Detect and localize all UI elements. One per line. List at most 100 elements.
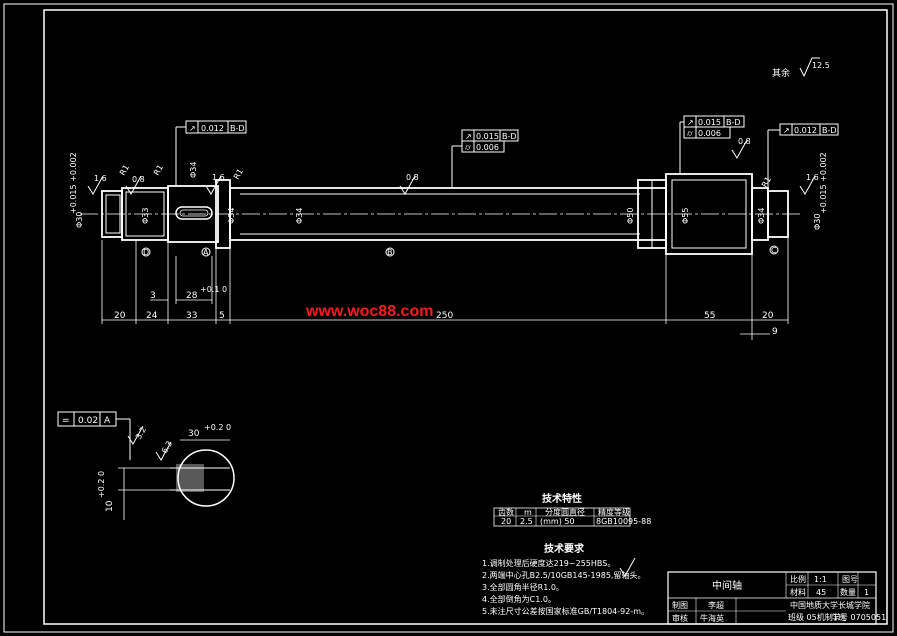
outer-border bbox=[3, 3, 894, 633]
svg-text:B-D: B-D bbox=[502, 132, 517, 141]
roughness-5: 0.8 bbox=[738, 137, 751, 146]
section-view: = 0.02 A 30 +0.2 0 10 +0.2 0 3.2 6.3 bbox=[57, 411, 235, 520]
dia-label-55: Φ55 bbox=[681, 208, 690, 224]
datum-c: C bbox=[771, 246, 777, 255]
datum-markers: D A B C bbox=[141, 245, 779, 257]
dim-total: 250 bbox=[436, 311, 453, 321]
shaft-inner-lines bbox=[105, 179, 747, 249]
section-key-tol: +0.2 0 bbox=[204, 423, 231, 432]
watermark: www.woc88.com bbox=[305, 303, 433, 320]
roughness-icon bbox=[731, 139, 748, 159]
sym-frame-datum: A bbox=[104, 416, 111, 426]
inner-border bbox=[43, 9, 888, 625]
dim-3: 3 bbox=[150, 291, 156, 301]
dim-20-right: 20 bbox=[762, 311, 774, 321]
requirement-4: 4.全部倒角为C1.0。 bbox=[482, 594, 556, 604]
svg-text:B-D: B-D bbox=[822, 126, 837, 135]
svg-text:0.015: 0.015 bbox=[476, 132, 499, 141]
svg-text:⌭: ⌭ bbox=[465, 143, 471, 152]
dia-label-33: Φ33 bbox=[141, 208, 150, 224]
tol-frame-3: ↗ 0.015 B-D ⌭ 0.006 bbox=[679, 115, 745, 174]
gear-header-pitch: 分度圆直径 bbox=[545, 507, 585, 517]
drawing-no-label: 图号 bbox=[842, 575, 858, 584]
svg-text:↗: ↗ bbox=[783, 126, 790, 135]
dia-label-34-collar: Φ34 bbox=[227, 208, 236, 224]
drawn-value: 李超 bbox=[708, 600, 724, 610]
datum-d: D bbox=[143, 248, 149, 257]
dia-label-left-end: Φ30 bbox=[75, 212, 84, 228]
dia-label-34-main: Φ34 bbox=[295, 208, 304, 224]
sym-frame-symbol: = bbox=[62, 416, 70, 426]
tol-frame-2: ↗ 0.015 B-D ⌭ 0.006 bbox=[451, 129, 519, 188]
dia-label-right-end: Φ30 bbox=[813, 214, 822, 230]
gear-table: 技术特性 齿数 m 分度圆直径 精度等级 20 2.5 (mm) 50 8GB1… bbox=[493, 492, 651, 527]
gear-header-module: m bbox=[524, 508, 532, 517]
roughness-icon bbox=[155, 441, 172, 461]
tol-left-end: +0.015 +0.002 bbox=[69, 152, 78, 214]
svg-text:B-D: B-D bbox=[230, 124, 245, 133]
roughness-icon bbox=[87, 175, 104, 195]
roughness-note-prefix: 其余 bbox=[772, 67, 790, 79]
roughness-icon bbox=[125, 175, 142, 195]
material-value: 45 bbox=[816, 588, 826, 597]
diameter-labels: Φ30 +0.015 +0.002 Φ33 Φ34 Φ34 Φ50 Φ55 Φ3… bbox=[69, 152, 828, 230]
dia-label-34-key: Φ34 bbox=[189, 162, 198, 178]
svg-text:⌭: ⌭ bbox=[687, 129, 693, 138]
keyway-inner bbox=[179, 209, 209, 217]
gear-table-title: 技术特性 bbox=[542, 492, 582, 505]
roughness-3: 1.6 bbox=[212, 173, 225, 182]
checked-label: 审核 bbox=[672, 613, 688, 623]
scale-label: 比例 bbox=[790, 574, 806, 584]
dimension-values: 20 24 33 5 3 28 +0.1 0 250 55 20 9 bbox=[114, 285, 778, 337]
dim-5: 5 bbox=[219, 311, 225, 321]
svg-text:0.006: 0.006 bbox=[698, 129, 721, 138]
gear-value-teeth: 20 bbox=[501, 517, 511, 526]
section-hatch bbox=[176, 464, 204, 492]
gear-header-teeth: 齿数 bbox=[498, 507, 514, 517]
section-depth: 10 bbox=[105, 500, 115, 512]
keyway-slot bbox=[175, 206, 213, 220]
roughness-icon bbox=[799, 175, 816, 195]
requirement-5: 5.未注尺寸公差按国家标准GB/T1804-92-m。 bbox=[482, 606, 649, 616]
svg-text:↗: ↗ bbox=[189, 124, 196, 133]
drawn-label: 制图 bbox=[672, 600, 688, 610]
datum-a: A bbox=[203, 248, 209, 257]
tol-right-end: +0.015 +0.002 bbox=[819, 152, 828, 214]
datum-b: B bbox=[387, 248, 393, 257]
title-block: 中间轴 比例 1:1 图号 材料 45 数量 1 制图 李超 审核 牛海英 中国… bbox=[667, 571, 886, 625]
chamfer-r1-d: R1 bbox=[760, 175, 773, 189]
dimension-lines bbox=[101, 237, 789, 340]
svg-text:0.015: 0.015 bbox=[698, 118, 721, 127]
svg-text:0.012: 0.012 bbox=[201, 124, 224, 133]
svg-text:↗: ↗ bbox=[465, 132, 472, 141]
roughness-icon bbox=[205, 175, 222, 195]
tolerance-frames: ↗ 0.012 B-D ↗ 0.015 B-D ⌭ 0.006 ↗ 0.015 … bbox=[175, 115, 839, 188]
surface-roughness-marks: 1.6 0.8 1.6 0.8 0.8 1.6 bbox=[87, 137, 819, 195]
tech-requirements: 技术要求 1.调制处理后硬度达219~255HBS。 2.两端中心孔B2.5/1… bbox=[482, 542, 649, 616]
part-name: 中间轴 bbox=[712, 579, 742, 592]
dim-9: 9 bbox=[772, 327, 778, 337]
section-rough-b: 6.3 bbox=[160, 439, 174, 455]
gear-value-grade: 8GB10095-88 bbox=[596, 517, 651, 526]
gear-value-module: 2.5 bbox=[520, 517, 533, 526]
roughness-4: 0.8 bbox=[406, 173, 419, 182]
material-label: 材料 bbox=[790, 587, 806, 597]
chamfer-r1-a: R1 bbox=[118, 163, 131, 177]
qty-label: 数量 bbox=[840, 587, 856, 597]
tol-frame-4: ↗ 0.012 B-D bbox=[767, 123, 839, 188]
qty-value: 1 bbox=[864, 588, 869, 597]
dim-55: 55 bbox=[704, 311, 715, 321]
class-info: 班级 05机制1班 bbox=[788, 612, 846, 622]
gear-header-grade: 精度等级 bbox=[598, 507, 630, 517]
dim-28: 28 bbox=[186, 291, 198, 301]
checked-value: 牛海英 bbox=[700, 613, 724, 623]
requirement-3: 3.全部圆角半径R1.0。 bbox=[482, 582, 564, 592]
tol-frame-1: ↗ 0.012 B-D bbox=[175, 120, 247, 186]
dia-label-50: Φ50 bbox=[626, 208, 635, 224]
dim-24: 24 bbox=[146, 311, 158, 321]
gear-value-pitch: (mm) 50 bbox=[540, 517, 575, 526]
dim-28-tol: +0.1 0 bbox=[200, 285, 227, 294]
roughness-2: 0.8 bbox=[132, 175, 145, 184]
